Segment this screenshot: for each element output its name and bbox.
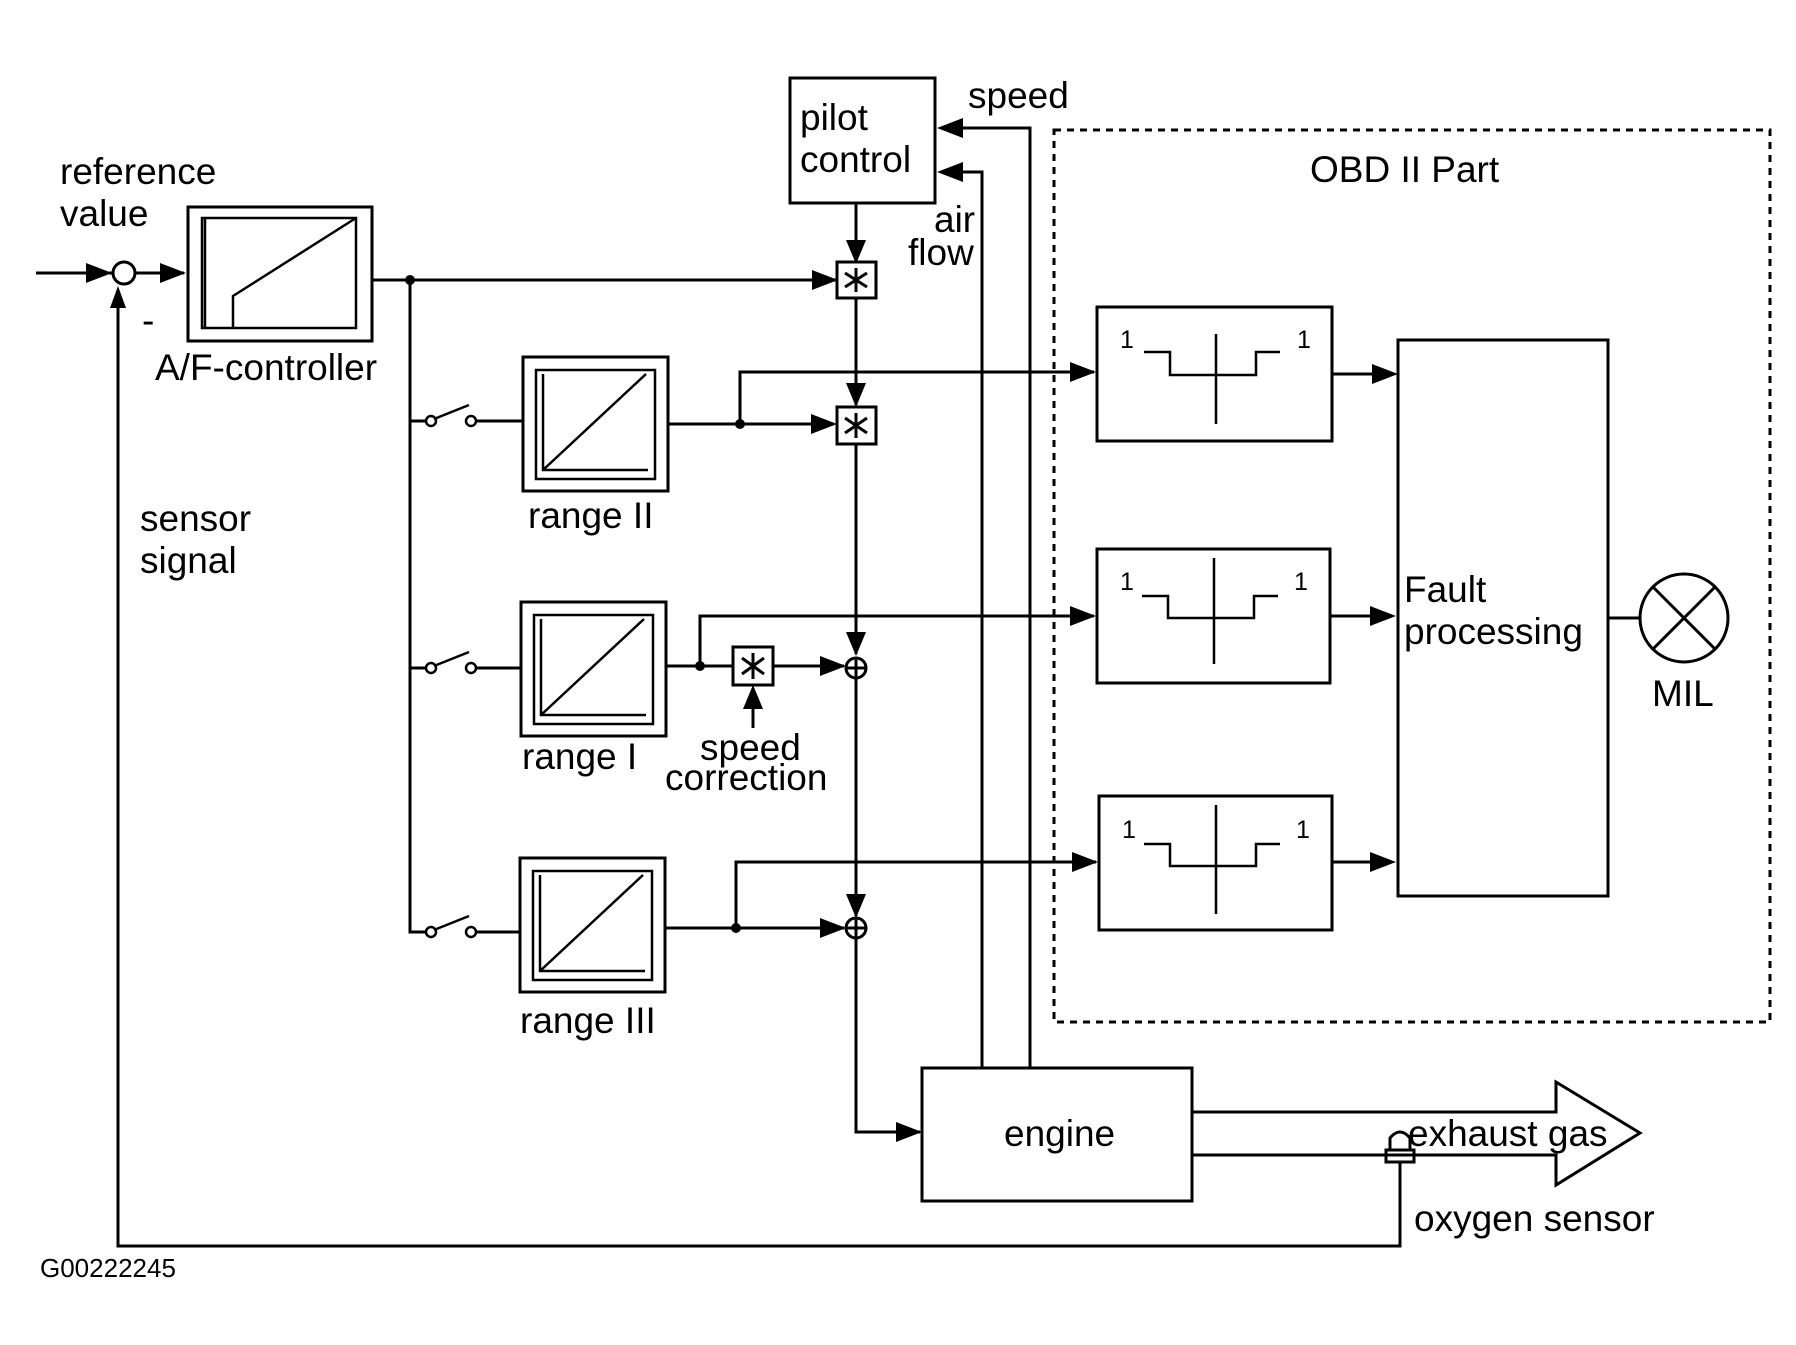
switch-range-ii-icon	[424, 403, 522, 428]
air-flow-label-line2: flow	[908, 232, 974, 273]
hysteresis-2-left-label: 1	[1120, 568, 1134, 596]
range-i-block	[519, 600, 668, 738]
sensor-signal-label: sensor	[140, 498, 251, 539]
hysteresis-3-left-label: 1	[1122, 816, 1136, 844]
range-i-label: range I	[522, 736, 637, 777]
range-ii-label: range II	[528, 495, 653, 536]
exhaust-gas-arrow	[1192, 1079, 1643, 1188]
hysteresis-2-right-label: 1	[1294, 568, 1308, 596]
af-controller-block	[186, 205, 374, 343]
minus-sign: -	[142, 300, 154, 341]
engine-block	[920, 1066, 1194, 1203]
reference-value-label-line2: value	[60, 193, 148, 234]
pilot-control-label: pilot	[800, 97, 869, 138]
summing-junction-icon	[111, 260, 137, 286]
switch-range-i-icon	[424, 650, 522, 675]
air-flow-line	[962, 170, 984, 1068]
exhaust-gas-label: exhaust gas	[1408, 1113, 1608, 1154]
sum-2-to-engine-line	[854, 938, 920, 1134]
speed-correction-label: speed	[700, 727, 801, 768]
speed-correction-label-line2: correction	[665, 757, 827, 798]
obd-part-label: OBD II Part	[1310, 149, 1500, 190]
summing-point-2-icon	[844, 916, 868, 940]
hysteresis-3-right-label: 1	[1296, 816, 1310, 844]
reference-value-label: reference	[60, 151, 216, 192]
hysteresis-1-left-label: 1	[1120, 326, 1134, 354]
speed-correction-multiplier-icon	[731, 645, 775, 687]
pilot-control-label-line2: control	[800, 139, 911, 180]
mil-label: MIL	[1652, 673, 1714, 714]
oxygen-sensor-label: oxygen sensor	[1414, 1198, 1655, 1239]
range-ii-to-hysteresis-line	[738, 370, 1094, 424]
obd-part-region	[1052, 128, 1772, 1024]
hysteresis-1-right-label: 1	[1297, 326, 1311, 354]
controller-branch-bus	[408, 280, 426, 934]
range-iii-to-hysteresis-line	[734, 860, 1096, 928]
af-controller-label: A/F-controller	[155, 347, 377, 388]
summing-point-1-icon	[844, 656, 868, 680]
range-ii-block	[521, 355, 670, 493]
speed-label: speed	[968, 75, 1069, 116]
multiplier-2-icon	[835, 405, 878, 446]
hysteresis-block-1	[1095, 305, 1334, 443]
engine-label: engine	[1004, 1113, 1115, 1154]
sensor-feedback-line	[116, 298, 1402, 1248]
fault-processing-label-line2: processing	[1404, 611, 1583, 652]
mil-lamp-icon	[1638, 572, 1730, 664]
air-flow-label: air	[934, 199, 975, 240]
sensor-signal-label-line2: signal	[140, 540, 237, 581]
fault-processing-label: Fault	[1404, 569, 1487, 610]
speed-line	[962, 126, 1032, 1068]
range-iii-block	[518, 856, 667, 994]
oxygen-sensor-icon	[1384, 1130, 1416, 1164]
multiplier-1-icon	[835, 260, 878, 300]
fault-processing-block	[1396, 338, 1610, 898]
range-iii-label: range III	[520, 1000, 656, 1041]
figure-code: G00222245	[40, 1253, 176, 1283]
pilot-control-block	[788, 76, 937, 205]
switch-range-iii-icon	[424, 914, 522, 939]
range-i-to-hysteresis-line	[698, 614, 1094, 666]
